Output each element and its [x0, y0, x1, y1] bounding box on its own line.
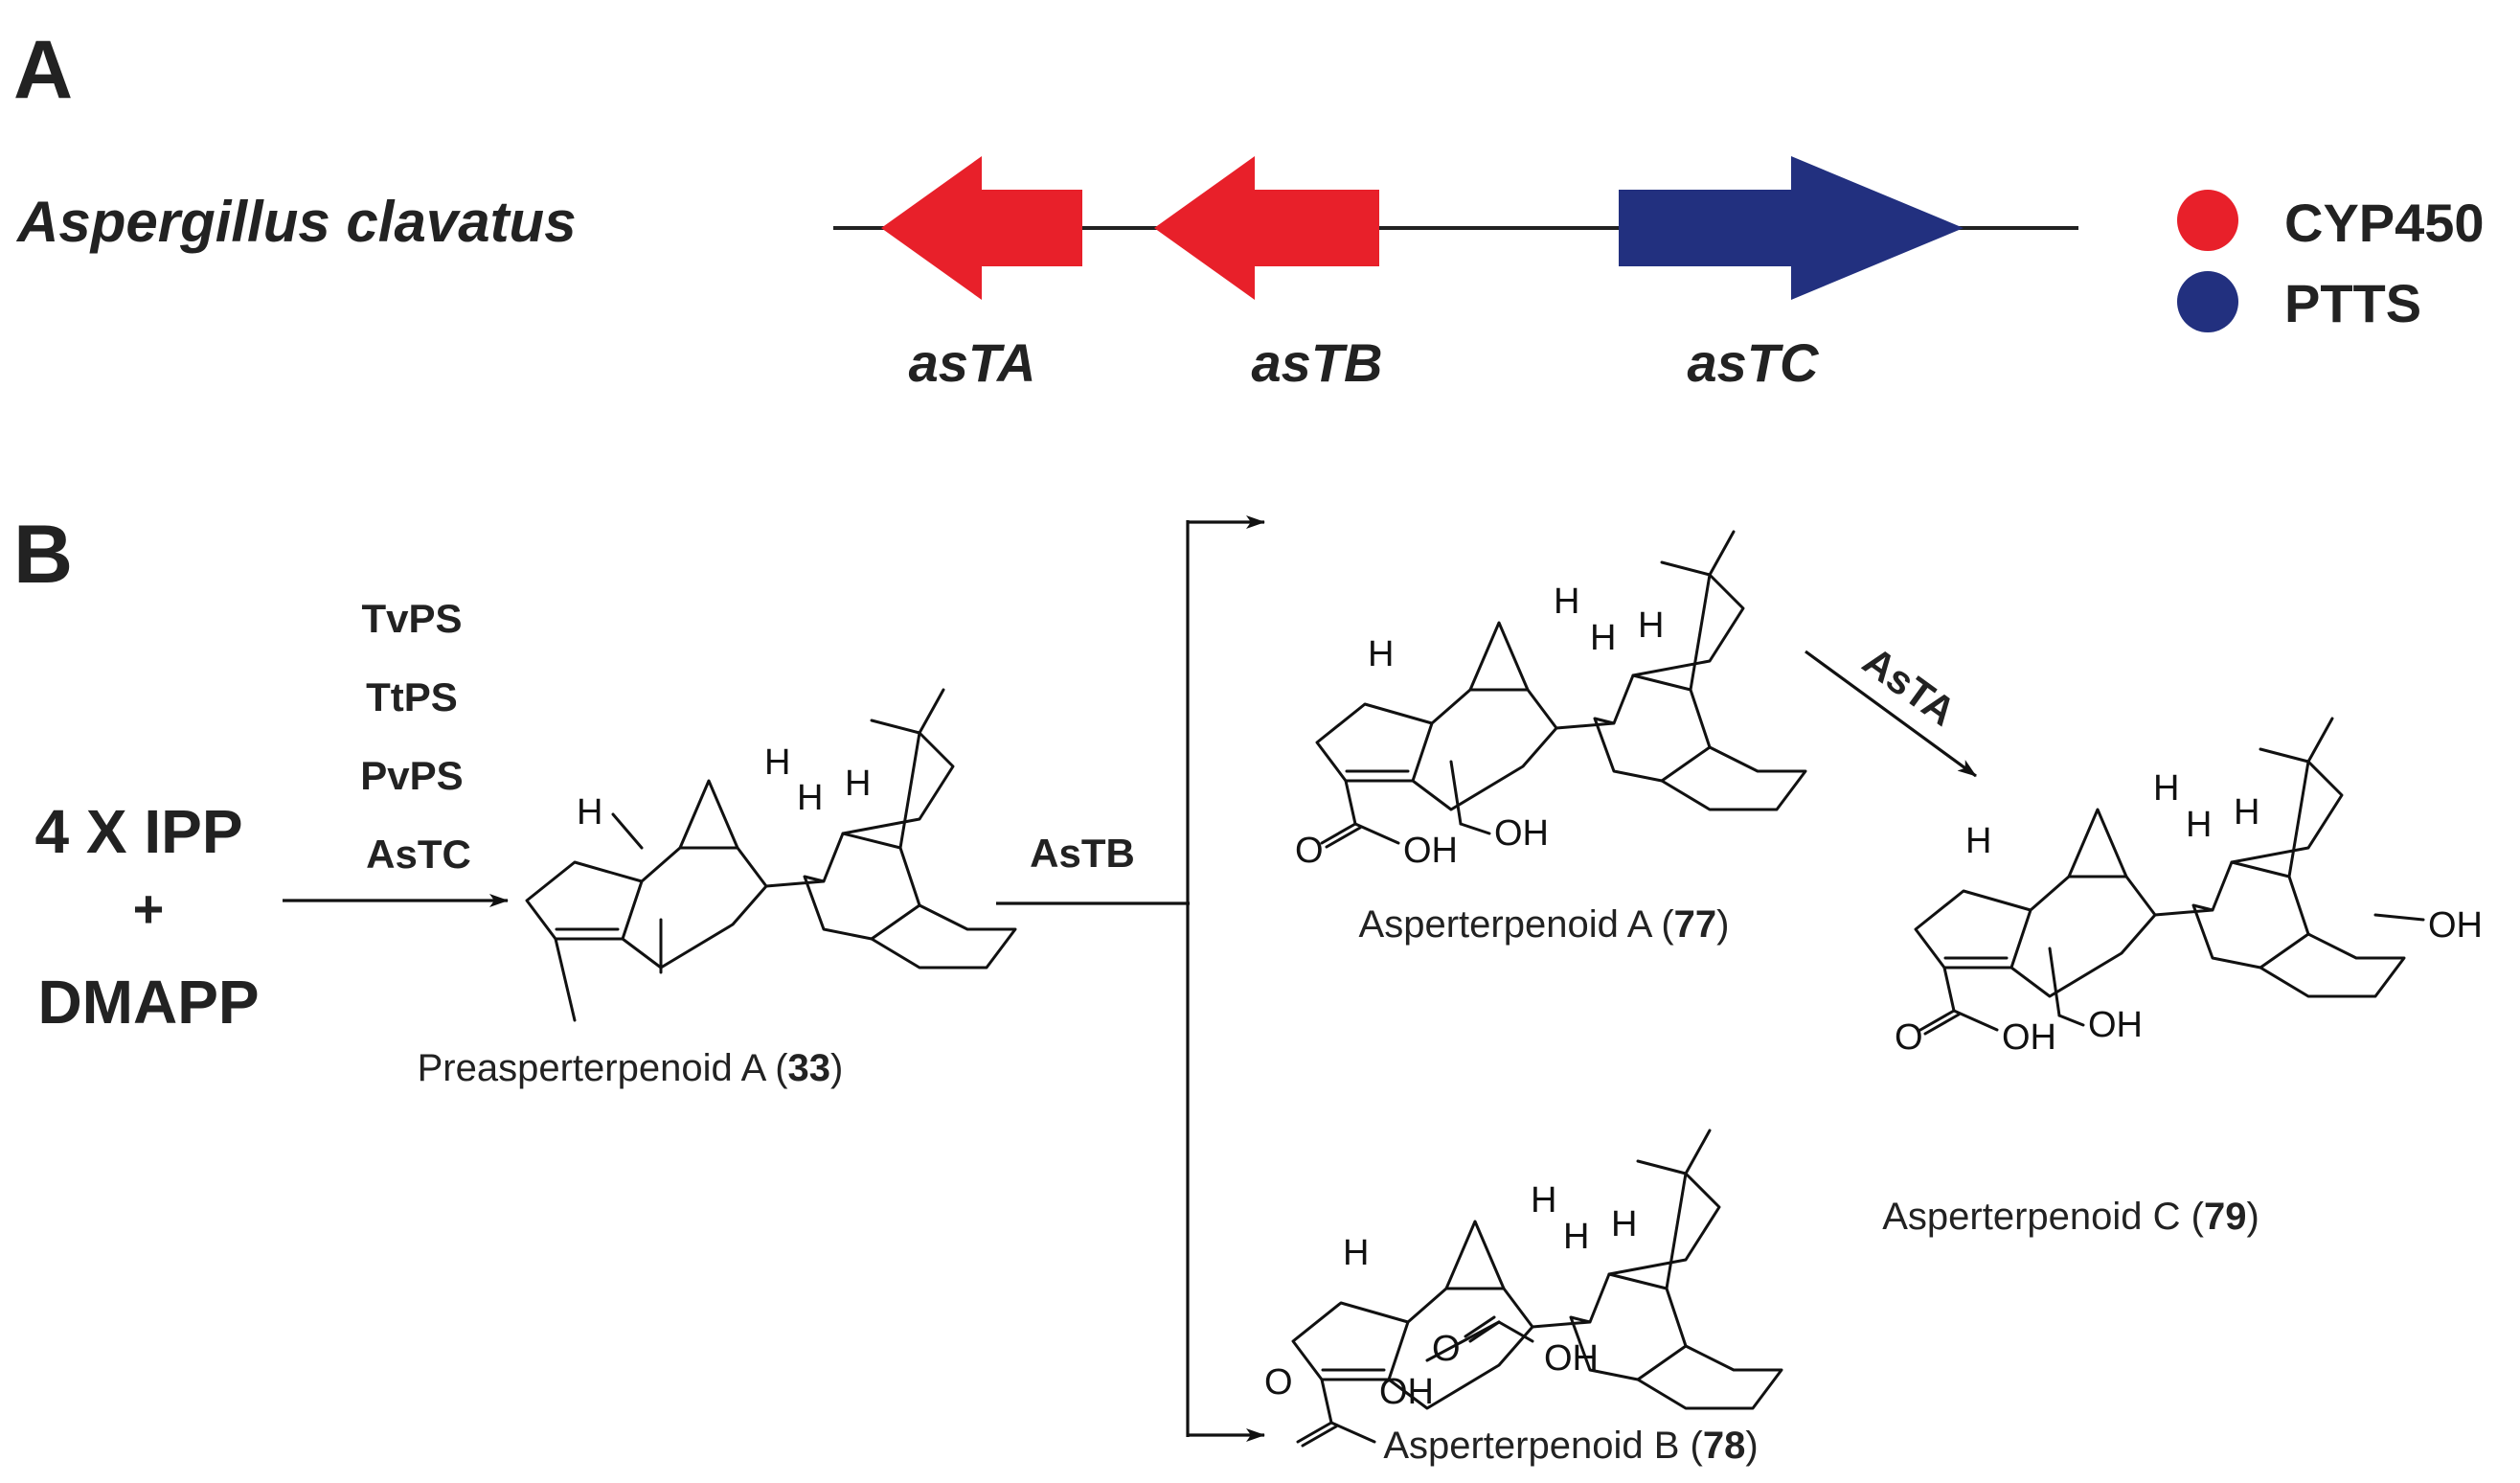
substrate-dmapp: DMAPP [37, 968, 259, 1037]
enzyme-astb: AsTB [1030, 831, 1135, 876]
atom-h: H [1611, 1204, 1637, 1244]
atom-oh: OH [2428, 905, 2483, 946]
branch-arrows [996, 515, 1265, 1442]
atom-h: H [1563, 1217, 1589, 1257]
enzyme-tvps: TvPS [361, 596, 462, 641]
atom-o: O [1432, 1329, 1461, 1369]
atom-o: O [1264, 1362, 1293, 1403]
atom-oh: OH [1544, 1338, 1599, 1379]
atom-h: H [797, 778, 823, 818]
atom-h: H [1368, 634, 1394, 674]
atom-oh: OH [2088, 1005, 2143, 1045]
legend-swatch-cyp450 [2177, 190, 2238, 251]
structure-asperterpenoid-c: O OH OH OH H H H H [1895, 717, 2483, 1058]
gene-arrow-astc [1619, 156, 1964, 300]
atom-oh: OH [1494, 813, 1549, 854]
legend-label-cyp450: CYP450 [2284, 193, 2485, 253]
structure-asperterpenoid-a: O OH OH H H H H [1295, 530, 1807, 871]
atom-h: H [1554, 582, 1579, 622]
legend-swatch-ptts [2177, 271, 2238, 332]
atom-h: H [1531, 1180, 1556, 1221]
atom-oh: OH [2002, 1017, 2056, 1058]
atom-h: H [2234, 792, 2259, 833]
atom-h: H [845, 764, 871, 804]
arrow-step3 [1805, 650, 1977, 778]
substrate-block: 4 X IPP + DMAPP [35, 797, 260, 1037]
atom-h: H [764, 742, 790, 783]
structure-asperterpenoid-b: O OH O OH H H H H [1264, 1129, 1783, 1448]
atom-h: H [2153, 768, 2179, 809]
gene-arrow-asta [881, 156, 1082, 300]
atom-oh: OH [1403, 831, 1458, 871]
gene-label-asta: asTA [909, 332, 1036, 393]
atom-h: H [1343, 1233, 1369, 1273]
atom-h: H [1965, 821, 1991, 861]
enzyme-asta: AsTA [1855, 638, 1964, 735]
compound-label-33: Preasperterpenoid A (33) [418, 1047, 844, 1089]
gene-label-astb: asTB [1252, 332, 1383, 393]
enzyme-pvps: PvPS [360, 753, 463, 798]
atom-h: H [577, 792, 602, 833]
gene-arrow-astb [1154, 156, 1379, 300]
panel-b-label: B [13, 509, 73, 601]
enzyme-list-step1: TvPS TtPS PvPS AsTC [360, 596, 471, 877]
legend: CYP450 PTTS [2177, 190, 2485, 333]
enzyme-ttps: TtPS [366, 674, 458, 719]
atom-h: H [1638, 605, 1664, 646]
atom-o: O [1295, 831, 1324, 871]
structure-preasperterpenoid-a: H H H H [525, 688, 1017, 1022]
atom-o: O [1895, 1017, 1923, 1058]
plus-sign: + [133, 878, 165, 939]
legend-label-ptts: PTTS [2284, 273, 2421, 333]
atom-oh: OH [1379, 1372, 1434, 1412]
gene-cluster [833, 156, 2078, 300]
compound-label-78: Asperterpenoid B (78) [1383, 1425, 1758, 1467]
atom-h: H [2186, 805, 2212, 845]
panel-a-label: A [13, 24, 73, 116]
organism-name: Aspergillus clavatus [15, 190, 577, 254]
substrate-ipp: 4 X IPP [35, 797, 243, 866]
gene-label-astc: asTC [1688, 332, 1820, 393]
compound-label-79: Asperterpenoid C (79) [1882, 1196, 2259, 1238]
compound-label-77: Asperterpenoid A (77) [1359, 903, 1730, 946]
atom-h: H [1590, 618, 1616, 658]
enzyme-astc: AsTC [366, 832, 471, 877]
